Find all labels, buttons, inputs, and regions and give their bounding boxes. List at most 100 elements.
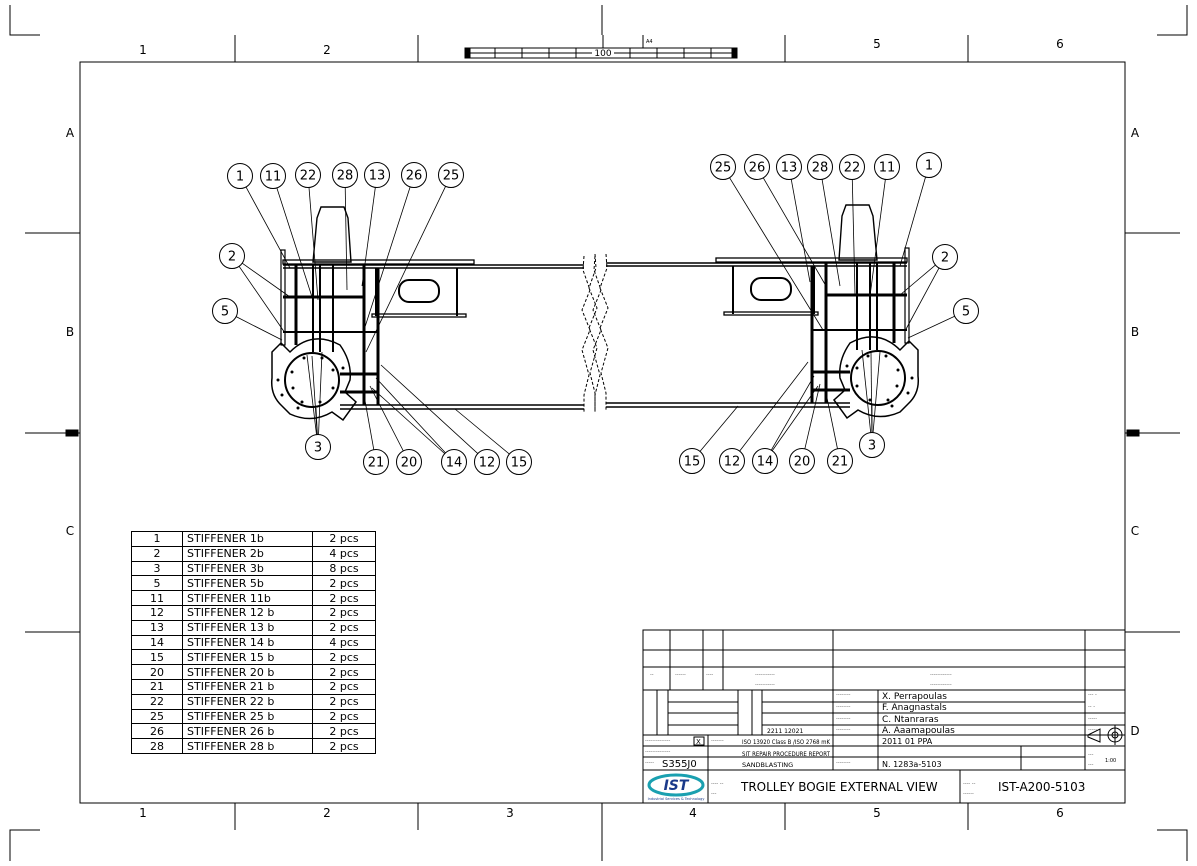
svg-text:------: ------ (963, 791, 974, 797)
zone-right-c: C (1131, 524, 1139, 538)
svg-text:--------: -------- (836, 760, 851, 766)
leader-line (369, 385, 404, 452)
leader-line (825, 392, 838, 449)
svg-text:-----: ----- (1088, 727, 1097, 733)
item-description: STIFFENER 13 b (182, 619, 313, 636)
left-balloon (401, 162, 427, 188)
right-balloon-label: 25 (715, 161, 732, 176)
svg-text:----: ---- (706, 672, 713, 678)
svg-text:--------------: -------------- (645, 738, 670, 744)
leader-line (851, 179, 856, 295)
svg-text:---: --- (1088, 752, 1094, 758)
item-number: 11 (131, 590, 183, 606)
zone-left-a: A (66, 126, 75, 140)
leader-line (318, 351, 323, 435)
item-description: STIFFENER 5b (182, 575, 313, 592)
leader-line (739, 361, 809, 452)
right-bogie-assembly (587, 203, 920, 420)
left-balloon-label: 1 (236, 170, 244, 185)
item-number: 2 (131, 545, 183, 562)
left-balloon (396, 449, 422, 475)
zone-right-b: B (1131, 325, 1139, 339)
svg-text:------------: ------------ (930, 682, 952, 688)
right-balloon (827, 448, 853, 474)
leader-line (363, 394, 375, 450)
left-balloon-label: 5 (221, 305, 229, 320)
leader-line (729, 177, 824, 331)
item-description: STIFFENER 21 b (182, 678, 313, 695)
leader-line (790, 179, 811, 283)
leader-line (821, 179, 841, 287)
right-balloon (776, 154, 802, 180)
leader-line (363, 186, 411, 331)
svg-text:-----: ----- (645, 760, 654, 766)
item-description: STIFFENER 20 b (182, 664, 313, 680)
item-number: 26 (131, 723, 183, 740)
leader-line (238, 266, 286, 334)
drawing-number: IST-A200-5103 (998, 780, 1085, 794)
scale-bar-label: 100 (594, 49, 611, 59)
right-balloon (807, 154, 833, 180)
item-description: STIFFENER 26 b (182, 723, 313, 740)
left-balloon-label: 22 (300, 169, 317, 184)
zone-left-b: B (66, 325, 74, 339)
leader-line (315, 407, 318, 435)
left-balloon (305, 434, 331, 460)
right-balloon-label: 1 (925, 159, 933, 174)
svg-text:---: --- (1088, 762, 1094, 768)
right-balloon-label: 5 (962, 305, 970, 320)
left-balloon (295, 162, 321, 188)
leader-line (371, 387, 445, 454)
right-balloon-label: 12 (724, 455, 741, 470)
leader-line (306, 354, 317, 435)
leader-line (344, 187, 348, 291)
right-balloon (710, 154, 736, 180)
svg-text:--: -- (650, 672, 654, 678)
item-quantity: 4 pcs (312, 634, 376, 651)
tolerance-mark: X (696, 738, 701, 746)
left-balloon-label: 2 (228, 250, 236, 265)
svg-text:------------: ------------ (930, 672, 952, 678)
item-quantity: 2 pcs (312, 649, 376, 666)
left-balloon (474, 449, 500, 475)
item-quantity: 4 pcs (312, 545, 376, 562)
right-balloon (752, 448, 778, 474)
svg-text:--------------: -------------- (645, 749, 670, 755)
left-balloon (441, 449, 467, 475)
leader-line (762, 177, 827, 287)
company-logo: IST Industrial Services & Technology (647, 773, 705, 801)
right-balloon (679, 448, 705, 474)
item-number: 25 (131, 708, 183, 725)
left-balloon (506, 449, 532, 475)
leader-line (380, 364, 479, 454)
leader-line (241, 262, 291, 298)
leader-line (276, 187, 314, 301)
right-balloon (839, 154, 865, 180)
right-balloon (719, 448, 745, 474)
svg-text:---- --: ---- -- (963, 781, 976, 787)
item-quantity: 2 pcs (312, 664, 376, 680)
right-balloon-label: 22 (844, 161, 861, 176)
leader-line (899, 176, 926, 267)
drawn-by: X. Perrapoulas (882, 692, 947, 702)
material: S355J0 (662, 759, 697, 770)
right-balloon-label: 13 (781, 161, 798, 176)
zone-top-6: 6 (1056, 37, 1064, 51)
leader-line (361, 187, 376, 287)
item-description: STIFFENER 2b (182, 545, 313, 562)
right-balloon (789, 448, 815, 474)
leader-line (899, 264, 936, 296)
leader-line (365, 186, 446, 353)
right-balloon (932, 244, 958, 270)
leader-line (907, 315, 955, 339)
zone-top-1: 1 (139, 43, 147, 57)
